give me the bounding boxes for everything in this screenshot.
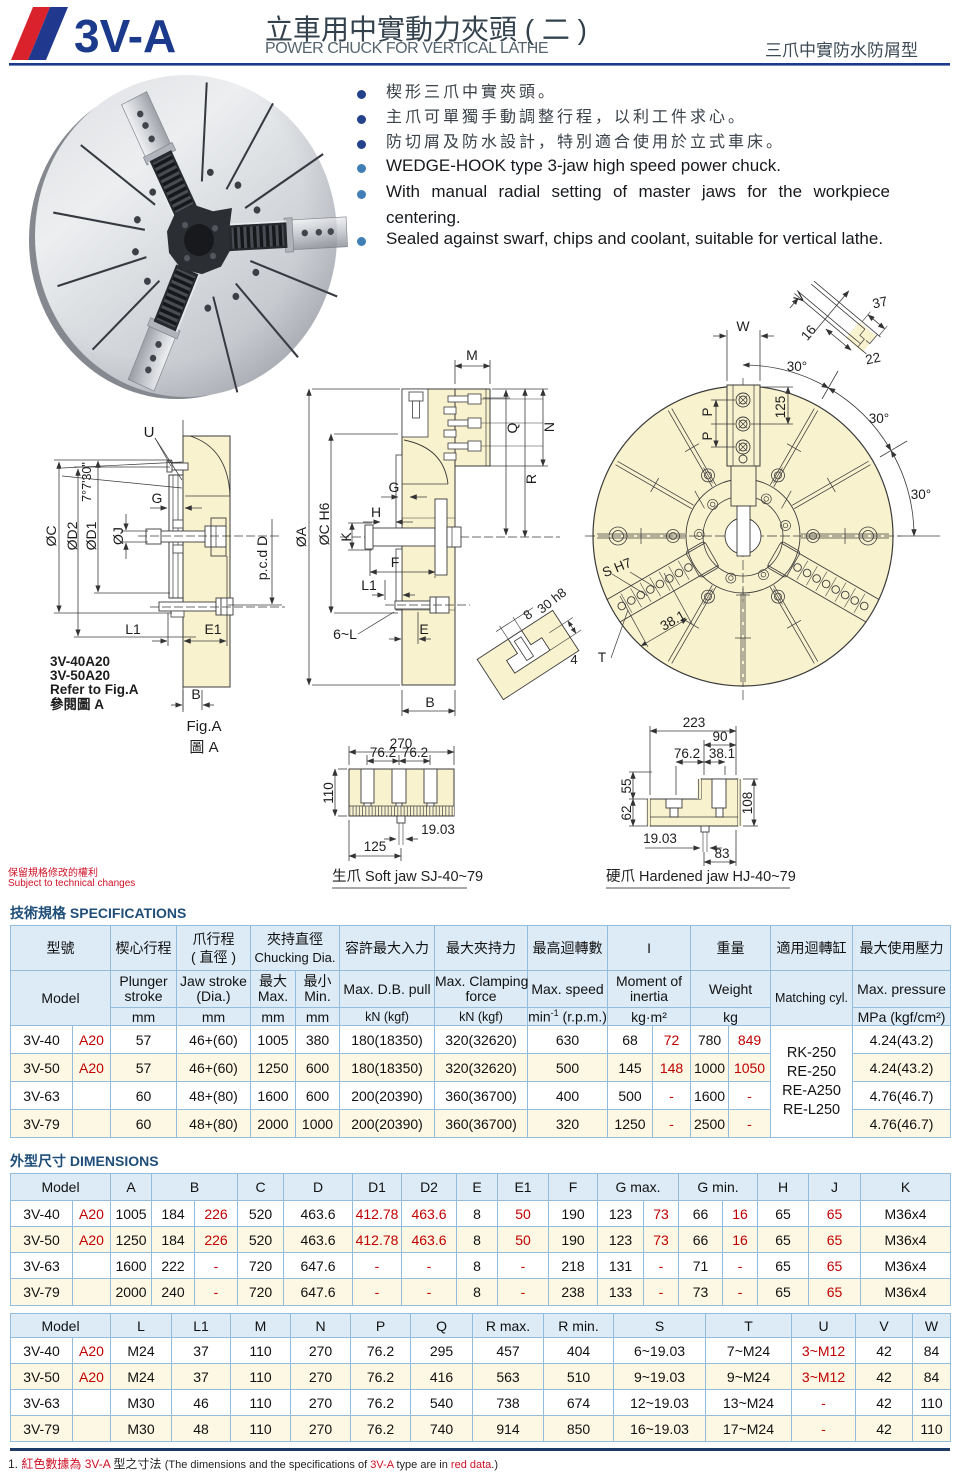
- svg-text:223: 223: [683, 715, 706, 730]
- svg-text:3V-40A20: 3V-40A20: [50, 654, 110, 669]
- svg-text:E: E: [419, 621, 428, 637]
- svg-text:110: 110: [321, 782, 336, 804]
- svg-text:Q: Q: [504, 422, 520, 433]
- svg-text:37: 37: [871, 294, 889, 312]
- svg-text:L1: L1: [361, 577, 377, 593]
- svg-text:F: F: [391, 554, 400, 570]
- svg-text:ØC H6: ØC H6: [316, 502, 332, 545]
- svg-text:E1: E1: [204, 621, 221, 637]
- svg-text:76.2: 76.2: [370, 745, 396, 760]
- svg-text:硬爪 Hardened jaw HJ-40~79: 硬爪 Hardened jaw HJ-40~79: [606, 869, 796, 885]
- svg-text:76.2: 76.2: [674, 746, 700, 761]
- svg-text:L1: L1: [125, 621, 141, 637]
- svg-text:38.1: 38.1: [709, 746, 735, 761]
- svg-text:U: U: [144, 424, 155, 441]
- svg-text:T: T: [598, 650, 606, 665]
- svg-text:K: K: [338, 532, 354, 542]
- svg-text:圖 A: 圖 A: [189, 739, 218, 756]
- svg-text:N: N: [541, 422, 557, 432]
- svg-text:4: 4: [570, 652, 577, 667]
- svg-text:P: P: [700, 407, 715, 416]
- svg-text:30°: 30°: [911, 487, 931, 502]
- svg-text:30°: 30°: [869, 411, 889, 426]
- svg-text:3V-50A20: 3V-50A20: [50, 668, 110, 683]
- svg-text:55: 55: [619, 778, 634, 793]
- svg-text:125: 125: [773, 396, 788, 419]
- svg-text:參閱圖 A: 參閱圖 A: [50, 696, 104, 712]
- svg-text:22: 22: [864, 350, 882, 368]
- svg-text:H: H: [371, 504, 381, 520]
- svg-text:ØD1: ØD1: [83, 521, 99, 550]
- svg-text:ØJ: ØJ: [110, 527, 126, 545]
- svg-text:19.03: 19.03: [421, 822, 455, 837]
- svg-text:90: 90: [712, 729, 727, 744]
- svg-text:270: 270: [390, 736, 413, 751]
- svg-text:G: G: [152, 490, 163, 506]
- svg-text:M: M: [466, 347, 478, 363]
- svg-text:125: 125: [364, 839, 387, 854]
- svg-text:R: R: [523, 474, 539, 484]
- svg-text:6~L: 6~L: [333, 626, 357, 642]
- svg-text:Refer to Fig.A: Refer to Fig.A: [50, 682, 139, 697]
- svg-text:Fig.A: Fig.A: [186, 718, 221, 735]
- svg-text:P: P: [700, 431, 715, 440]
- svg-text:ØD2: ØD2: [64, 521, 80, 550]
- svg-text:19.03: 19.03: [643, 831, 677, 846]
- svg-text:30°: 30°: [787, 359, 807, 374]
- svg-text:76.2: 76.2: [402, 745, 428, 760]
- svg-text:G: G: [389, 479, 400, 495]
- svg-text:8: 8: [520, 606, 535, 622]
- svg-text:p.c.d D: p.c.d D: [254, 536, 270, 580]
- svg-text:108: 108: [740, 792, 755, 815]
- svg-text:7°7'30": 7°7'30": [80, 462, 94, 502]
- svg-text:ØC: ØC: [43, 526, 59, 547]
- svg-text:W: W: [736, 318, 750, 334]
- svg-text:62: 62: [619, 805, 634, 820]
- svg-text:ØA: ØA: [293, 526, 309, 547]
- svg-text:83: 83: [714, 846, 729, 861]
- svg-text:B: B: [191, 686, 200, 702]
- svg-text:生爪 Soft jaw SJ-40~79: 生爪 Soft jaw SJ-40~79: [332, 868, 483, 885]
- svg-text:B: B: [425, 694, 434, 710]
- svg-text:16: 16: [798, 322, 819, 343]
